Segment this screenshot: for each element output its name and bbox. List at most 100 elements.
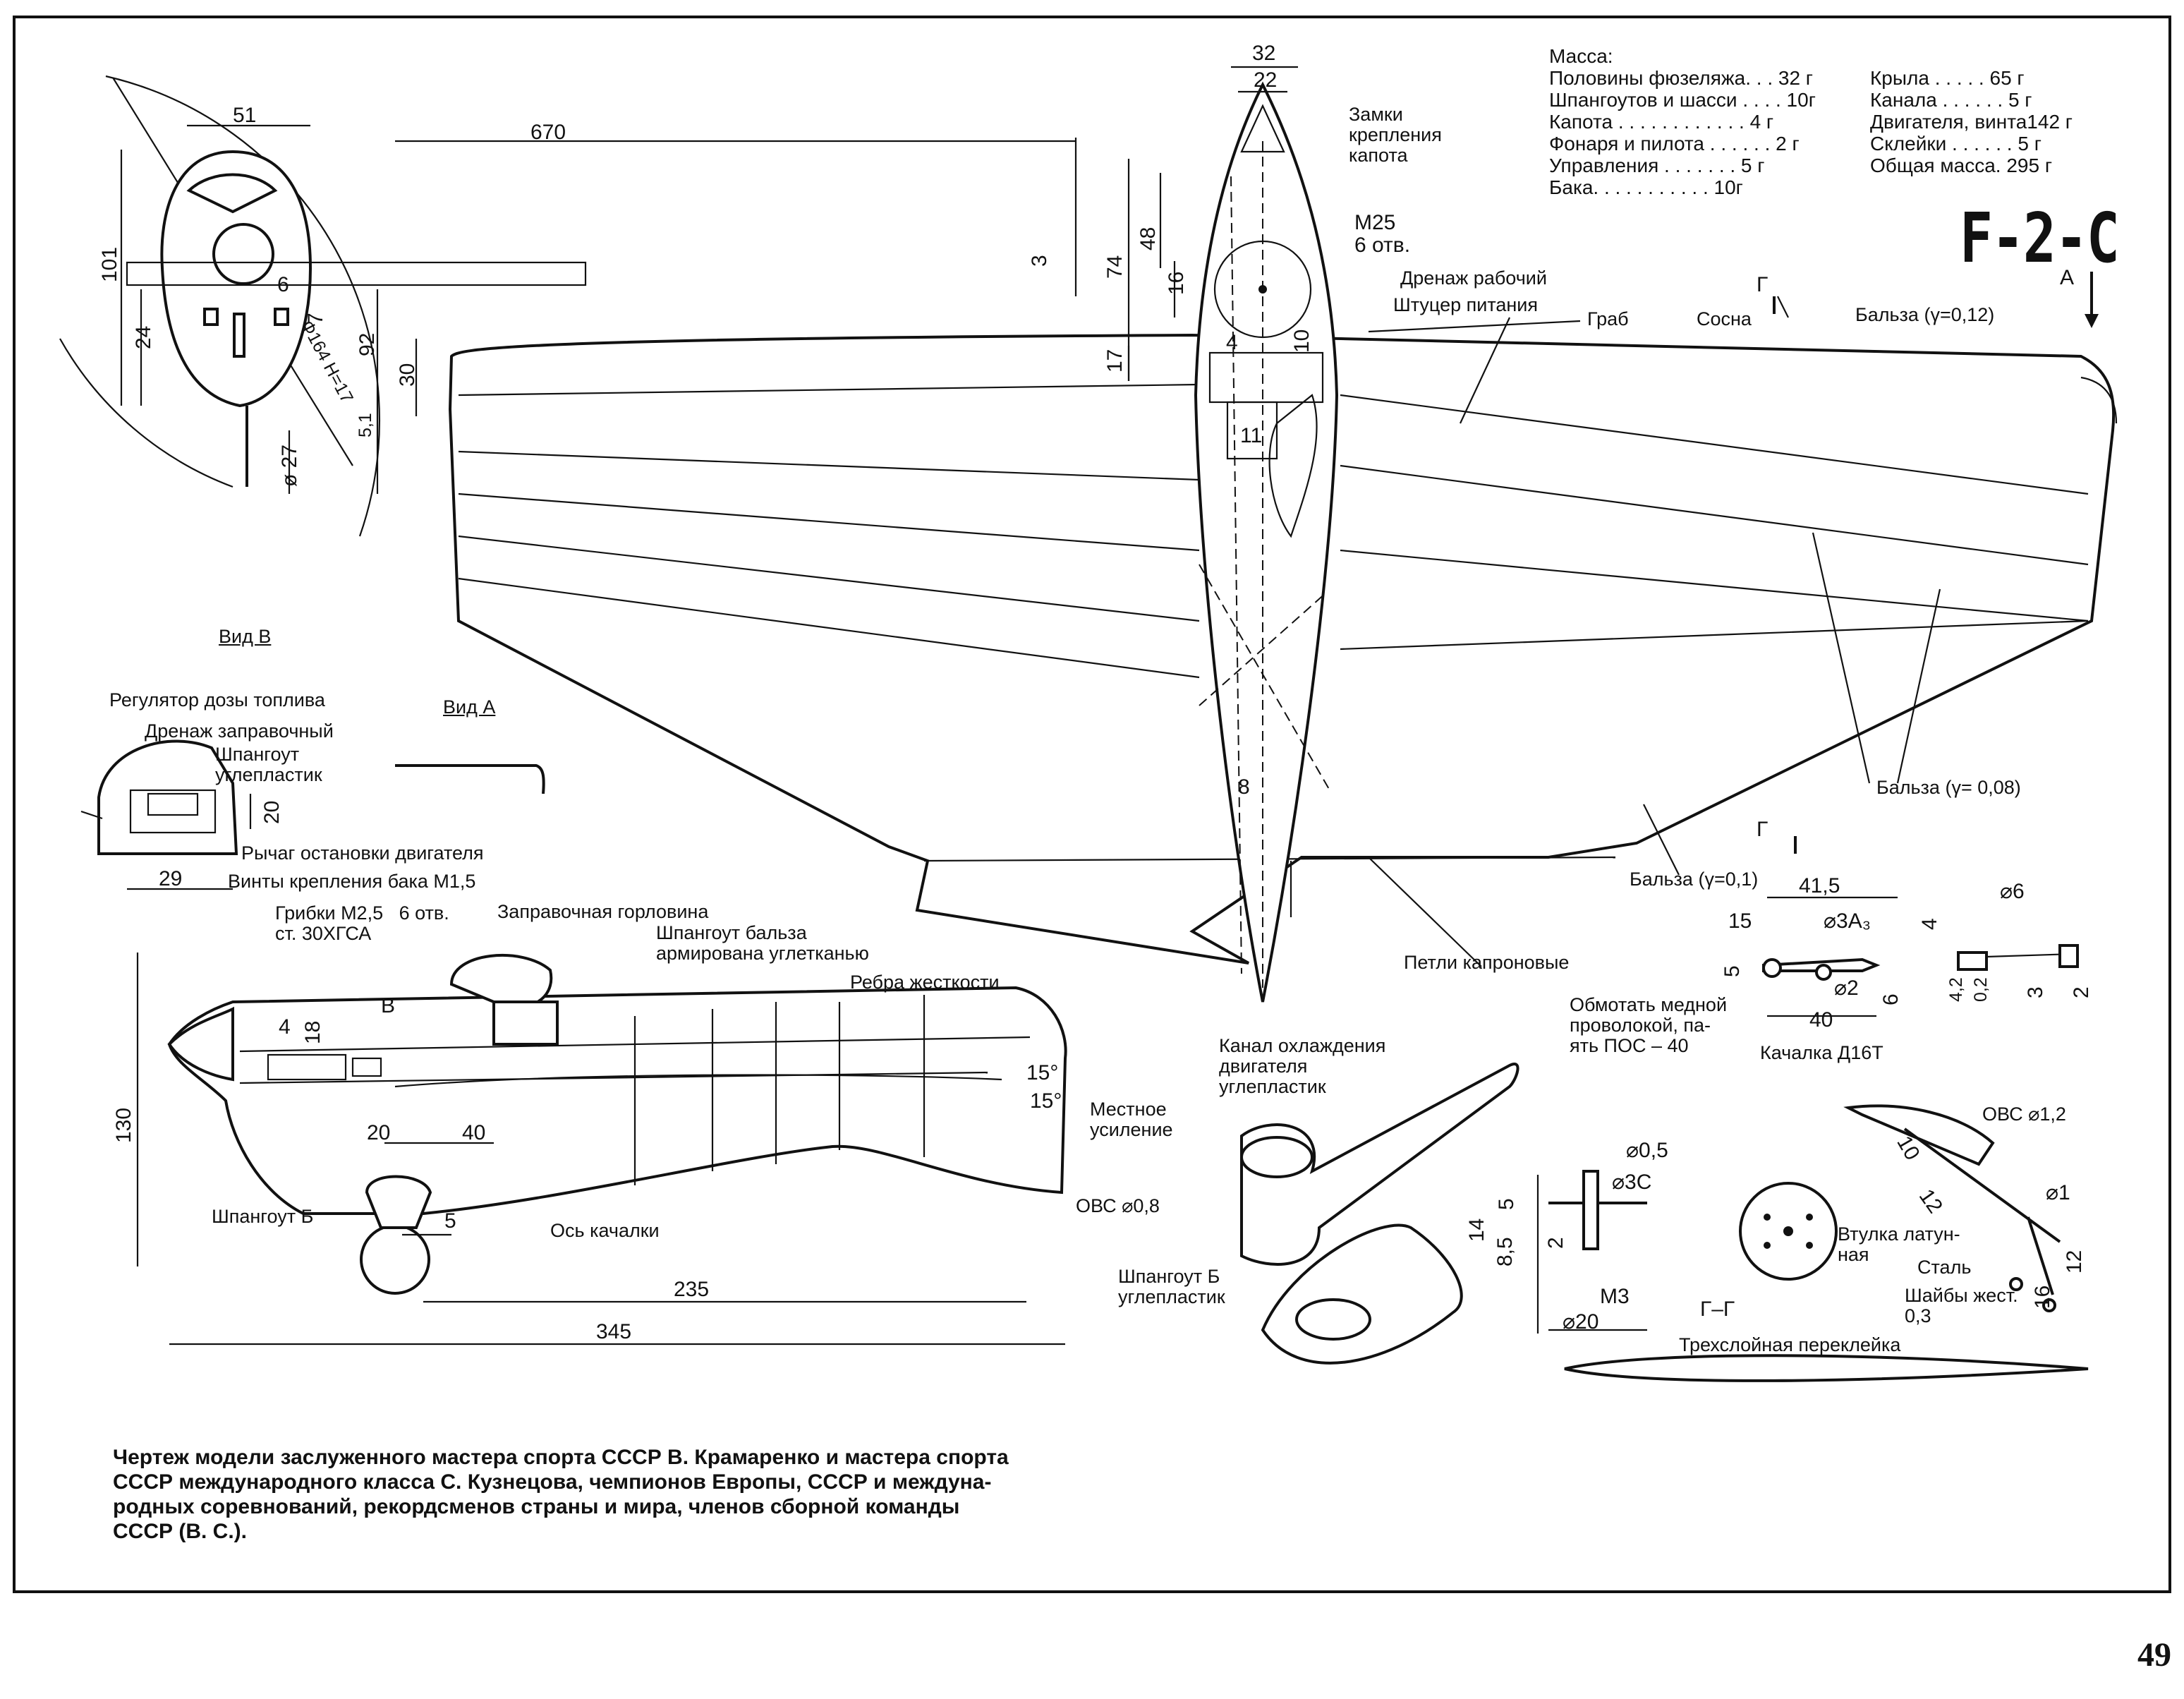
dim-label: 6: [277, 273, 289, 296]
dim-label: 670: [530, 121, 566, 144]
tank-screws-label: Винты крепления бака М1,5: [228, 871, 476, 892]
dim-label: 4: [279, 1015, 291, 1039]
dim-label: 16: [2031, 1285, 2054, 1309]
balsa-012-label: Бальза (γ=0,12): [1855, 304, 1995, 325]
fill-drain-label: Дренаж заправочный: [145, 720, 334, 742]
dim-label: ⌀3С: [1612, 1171, 1652, 1194]
dim-label: 6: [1879, 993, 1903, 1005]
balsa-01-label: Бальза (γ=0,1): [1630, 869, 1759, 890]
wire-detail: [1843, 1104, 2061, 1312]
spinner-circle: [212, 223, 274, 285]
dim-label: 92: [356, 332, 379, 356]
dim-label: 101: [98, 246, 121, 282]
dim-label: ⌀3А₃: [1824, 909, 1871, 933]
dim-label: ⌀6: [2000, 880, 2025, 903]
dim-label: 30: [396, 363, 419, 387]
section-gg-airfoil: [1564, 1354, 2089, 1382]
page-number: 49: [2137, 1636, 2171, 1674]
dim-label: ⌀2: [1834, 977, 1859, 1000]
fungi-label: Грибки М2,5 6 отв. ст. 30ХГСА: [275, 902, 449, 945]
dim-label: М3: [1600, 1285, 1630, 1308]
rocker-detail: [1762, 896, 2079, 1017]
dim-label: 51: [233, 104, 257, 127]
frame-cf-label: Шпангоут углепластик: [215, 744, 322, 786]
mass-row: Бака. . . . . . . . . . . 10г: [1549, 176, 1743, 198]
mass-row: Фонаря и пилота . . . . . . 2 г: [1549, 133, 1800, 155]
dim-label: 17: [1103, 349, 1127, 373]
ribs-label: Ребра жесткости: [850, 972, 1000, 993]
dim-label: 8: [1238, 775, 1250, 799]
dim-label: 2: [1544, 1237, 1567, 1249]
dim-label: 41,5: [1799, 874, 1840, 897]
rocker-title: Качалка Д16Т: [1760, 1042, 1883, 1063]
mass-row: Крыла . . . . . 65 г: [1870, 67, 2025, 89]
hornbeam-label: Граб: [1587, 308, 1629, 329]
ovs-12-label: ОВС ⌀1,2: [1982, 1104, 2066, 1125]
dim-label: ⌀0,5: [1626, 1139, 1668, 1162]
top-view: [395, 66, 2118, 1003]
dim-label: 20: [367, 1121, 391, 1144]
dim-label: 15°: [1026, 1061, 1059, 1084]
dim-label: 2: [2070, 986, 2093, 998]
dim-label: 130: [112, 1107, 135, 1143]
dim-label: 40: [462, 1121, 486, 1144]
dim-label: 12: [2063, 1250, 2086, 1274]
propeller-arc: [105, 75, 381, 537]
dim-label: 5: [1721, 965, 1744, 977]
mass-row: Управления . . . . . . . 5 г: [1549, 155, 1765, 176]
mass-row: Склейки . . . . . . 5 г: [1870, 133, 2042, 155]
cooling-channel: [1240, 1063, 1519, 1365]
drain-work-label: Дренаж рабочий: [1400, 267, 1547, 289]
cooling-channel-label: Канал охлаждения двигателя углепластик: [1219, 1035, 1386, 1098]
fuselage-side-outline: [167, 986, 1067, 1215]
dim-label: 10: [1290, 329, 1314, 353]
dim-label: 5: [1495, 1198, 1518, 1210]
mass-row: Половины фюзеляжа. . . 32 г: [1549, 67, 1814, 89]
section-gg-title: Г–Г: [1700, 1298, 1735, 1321]
dim-label: 11: [1240, 424, 1263, 447]
mass-table-right: Крыла . . . . . 65 г Канала . . . . . . …: [1870, 67, 2073, 176]
dim-label: 3: [1028, 255, 1051, 267]
washers-label: Шайбы жест. 0,3: [1905, 1285, 2018, 1327]
front-view: [59, 75, 587, 537]
mass-row: Общая масса. 295 г: [1870, 155, 2053, 176]
pine-label: Сосна: [1697, 308, 1752, 329]
nylon-hinges-label: Петли капроновые: [1404, 952, 1570, 973]
dim-label: 40: [1809, 1008, 1833, 1032]
dim-label: 22: [1254, 68, 1278, 92]
view-a-wire: [395, 764, 545, 794]
drawing-frame: [13, 16, 2171, 1593]
front-wing-section: [126, 261, 587, 286]
balsa-008-label: Бальза (γ= 0,08): [1876, 777, 2021, 798]
mass-row: Двигателя, винта142 г: [1870, 111, 2073, 133]
bushing-label: Втулка латун- ная: [1838, 1223, 1960, 1266]
mass-table-title: Масса:: [1549, 45, 1613, 67]
filler-neck-label: Заправочная горловина: [497, 901, 709, 922]
mass-table: Масса: Половины фюзеляжа. . . 32 г Шпанг…: [1549, 45, 2073, 198]
rocker-note: Обмотать медной проволокой, па- ять ПОС …: [1570, 994, 1728, 1057]
dim-label: 4,2: [1946, 977, 1966, 1002]
local-reinf-label: Местное усиление: [1090, 1099, 1173, 1141]
dim-label: 235: [674, 1278, 710, 1301]
section-g-mark: Г: [1757, 818, 1769, 841]
dim-label: 4: [1918, 918, 1941, 930]
wheel: [360, 1224, 430, 1295]
dim-label: 15°: [1030, 1089, 1062, 1113]
mass-row: Капота . . . . . . . . . . . . 4 г: [1549, 111, 1774, 133]
dim-label: 24: [132, 325, 155, 349]
dim-label: 74: [1103, 255, 1127, 279]
dim-label: 4: [1226, 331, 1238, 354]
side-view: [136, 953, 1067, 1346]
dim-label: 14: [1465, 1218, 1488, 1242]
mass-table-left: Половины фюзеляжа. . . 32 г Шпангоутов и…: [1549, 67, 1816, 198]
steel-label: Сталь: [1917, 1257, 1972, 1278]
frame-balsa-label: Шпангоут бальза армирована углетканью: [656, 922, 869, 965]
view-a-mark: А: [2060, 266, 2075, 289]
bushing-detail: [1536, 1170, 1838, 1334]
dim-label: 29: [159, 867, 183, 890]
rocker-axis-label: Ось качалки: [550, 1220, 660, 1241]
dim-label: 8,5: [1493, 1237, 1517, 1266]
fuselage-top-outline: [1194, 81, 1339, 1003]
label-b-arrow: В: [381, 994, 396, 1017]
dim-label: 345: [596, 1320, 632, 1343]
